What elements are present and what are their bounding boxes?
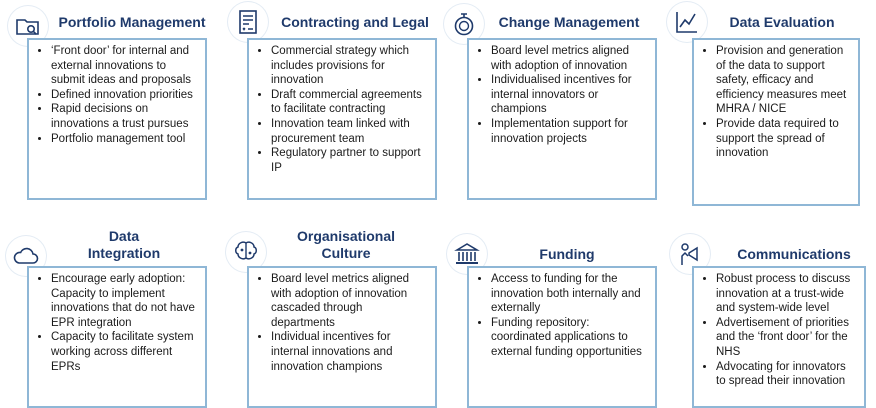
card-box: Board level metrics aligned with adoptio… — [247, 266, 437, 408]
card-title: Portfolio Management — [58, 14, 206, 30]
list-item: Advertisement of priorities and the ‘fro… — [716, 316, 858, 360]
list-item: Implementation support for innovation pr… — [491, 117, 649, 146]
list-item: Defined innovation priorities — [51, 88, 199, 103]
list-item: Innovation team linked with procurement … — [271, 117, 429, 146]
list-item: Provision and generation of the data to … — [716, 44, 852, 117]
card-title: Funding — [539, 246, 595, 262]
card-title: Contracting and Legal — [281, 14, 429, 30]
list-item: Rapid decisions on innovations a trust p… — [51, 102, 199, 131]
stopwatch-icon — [444, 4, 484, 44]
line-chart-icon — [667, 2, 707, 42]
card-box: Encourage early adoption: Capacity to im… — [27, 266, 207, 408]
card-title: Change Management — [498, 14, 640, 30]
card-box: Access to funding for the innovation bot… — [467, 266, 657, 408]
list-item: Access to funding for the innovation bot… — [491, 272, 649, 316]
list-item: Robust process to discuss innovation at … — [716, 272, 858, 316]
list-item: Portfolio management tool — [51, 132, 199, 147]
card-title: Data Integration — [87, 228, 161, 261]
list-item: Regulatory partner to support IP — [271, 146, 429, 175]
list-item: Board level metrics aligned with adoptio… — [271, 272, 429, 330]
card-box: Robust process to discuss innovation at … — [692, 266, 866, 408]
card-title: Communications — [737, 246, 851, 262]
card-box: ‘Front door’ for internal and external i… — [27, 38, 207, 200]
document-sign-icon — [228, 2, 268, 42]
list-item: Provide data required to support the spr… — [716, 117, 852, 161]
list-item: Commercial strategy which includes provi… — [271, 44, 429, 88]
list-item: Encourage early adoption: Capacity to im… — [51, 272, 199, 330]
card-title: Data Evaluation — [729, 14, 835, 30]
list-item: Advocating for innovators to spread thei… — [716, 360, 858, 389]
card-title: Organisational Culture — [296, 228, 396, 261]
list-item: Individualised incentives for internal i… — [491, 73, 649, 117]
list-item: Funding repository: coordinated applicat… — [491, 316, 649, 360]
card-box: Board level metrics aligned with adoptio… — [467, 38, 657, 200]
card-box: Provision and generation of the data to … — [692, 38, 860, 206]
brain-icon — [226, 232, 266, 272]
list-item: Capacity to facilitate system working ac… — [51, 330, 199, 374]
card-box: Commercial strategy which includes provi… — [247, 38, 437, 200]
list-item: Individual incentives for internal innov… — [271, 330, 429, 374]
list-item: ‘Front door’ for internal and external i… — [51, 44, 199, 88]
list-item: Draft commercial agreements to facilitat… — [271, 88, 429, 117]
list-item: Board level metrics aligned with adoptio… — [491, 44, 649, 73]
